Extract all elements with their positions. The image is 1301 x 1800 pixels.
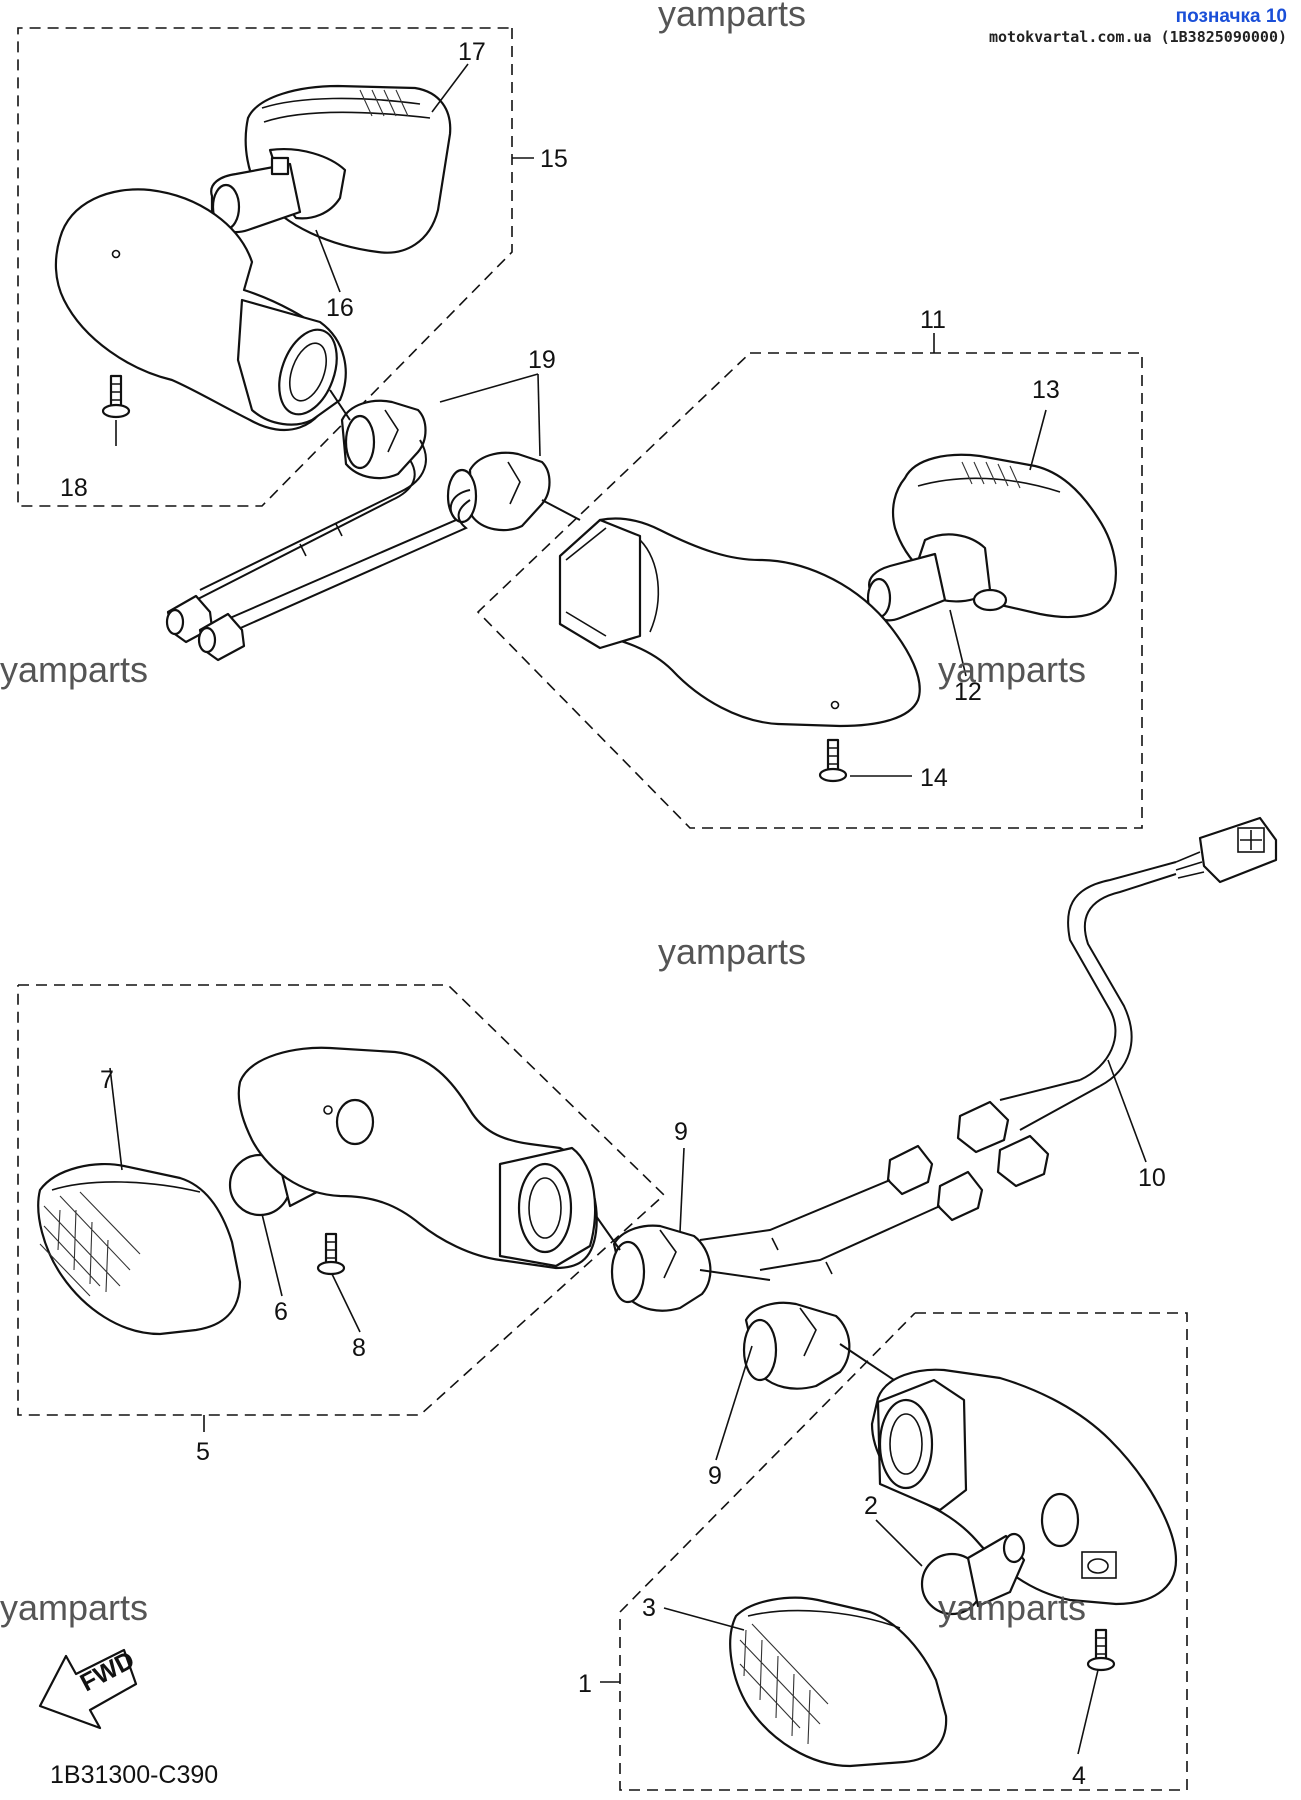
callout-18: 18	[60, 474, 88, 502]
callout-11: 11	[920, 306, 946, 334]
callout-12: 12	[954, 678, 982, 706]
callout-3: 3	[642, 1594, 656, 1622]
group-5-dashed-box	[17, 984, 666, 1416]
callout-17: 17	[458, 38, 486, 66]
housing-15	[54, 188, 347, 432]
housing-1	[870, 1368, 1178, 1606]
screw-4	[1086, 1628, 1116, 1672]
fwd-arrow-icon: FWD	[38, 1646, 139, 1730]
screw-14	[818, 738, 848, 783]
group-15-dashed-box	[17, 27, 513, 507]
callout-15: 15	[540, 145, 568, 173]
bulb-16	[210, 148, 347, 234]
watermark-text: yamparts	[938, 1587, 1086, 1628]
harness-connectors	[699, 1100, 1050, 1275]
group-11-dashed-box	[476, 352, 1143, 829]
callout-4: 4	[1072, 1762, 1086, 1790]
grommet-19-left	[340, 399, 427, 480]
grommet-19-right	[446, 451, 551, 532]
diagram-code: 1B31300-C390	[50, 1761, 218, 1789]
leader-lines	[109, 63, 1147, 1755]
watermark-text: yamparts	[658, 931, 806, 972]
grommet-9-upper	[595, 1215, 771, 1312]
callout-10: 10	[1138, 1164, 1166, 1192]
housing-5	[237, 1046, 598, 1270]
callout-14: 14	[920, 764, 948, 792]
screw-8	[316, 1232, 346, 1276]
callout-2: 2	[864, 1492, 878, 1520]
screw-18	[101, 374, 131, 419]
watermark-text: yamparts	[938, 649, 1086, 690]
callout-13: 13	[1032, 376, 1060, 404]
connector-top-b	[197, 612, 246, 662]
housing-11	[558, 517, 921, 728]
wire-harness-10	[999, 861, 1177, 1131]
callout-7: 7	[100, 1066, 114, 1094]
source-stamp: позначка 10 motokvartal.com.ua (1B382509…	[989, 6, 1287, 48]
watermark-text: yamparts	[0, 1587, 148, 1628]
callout-19: 19	[528, 346, 556, 374]
lens-7	[37, 1162, 242, 1336]
wire-harness-top	[195, 389, 581, 631]
callout-6: 6	[274, 1298, 288, 1326]
bulb-12	[866, 533, 1008, 622]
callout-1: 1	[578, 1670, 592, 1698]
source-subtitle: motokvartal.com.ua (1B3825090000)	[988, 28, 1287, 46]
callout-9-upper: 9	[674, 1118, 688, 1146]
bulb-2	[920, 1532, 1026, 1616]
source-title: позначка 10	[1175, 6, 1287, 27]
callout-16: 16	[326, 294, 354, 322]
grommet-9-lower	[742, 1301, 901, 1390]
callout-9-lower: 9	[708, 1462, 722, 1490]
watermark-text: yamparts	[0, 649, 148, 690]
callout-8: 8	[352, 1334, 366, 1362]
watermarks: yamparts yamparts yamparts yamparts yamp…	[0, 0, 1086, 1628]
watermark-text: yamparts	[658, 0, 806, 34]
lens-3	[729, 1596, 948, 1768]
callouts: 17 15 16 18 19 11 13 12 14 7 6 8 5 9 9 1…	[60, 38, 1166, 1790]
callout-5: 5	[196, 1438, 210, 1466]
coupler-10	[1175, 816, 1278, 884]
group-1-dashed-box	[619, 1312, 1188, 1791]
